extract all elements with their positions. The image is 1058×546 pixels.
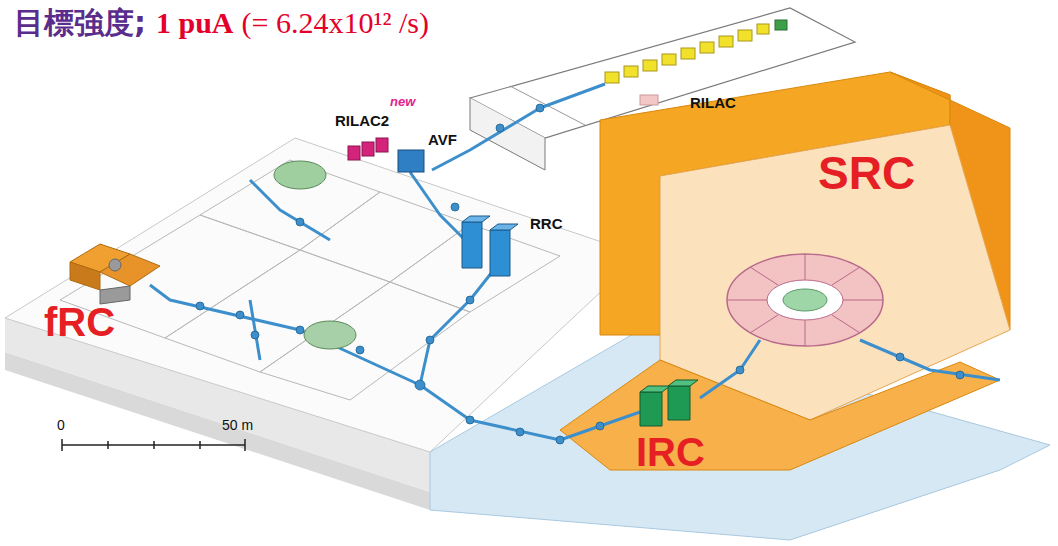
machine-name: RILAC bbox=[690, 95, 736, 112]
beam-line bbox=[150, 84, 1000, 440]
scale-label: 50 m bbox=[222, 418, 253, 433]
intensity-rate: (= 6.24x10¹² /s) bbox=[242, 6, 429, 39]
scale-bar bbox=[62, 439, 245, 451]
src-vault bbox=[660, 125, 1010, 420]
cyclotron-name: fRC bbox=[44, 300, 115, 344]
machine-name: RRC bbox=[530, 216, 563, 233]
heading: 目標強度; bbox=[14, 6, 146, 39]
intensity-value: 1 puA bbox=[156, 6, 234, 39]
rilac-linac bbox=[605, 20, 787, 105]
machine-name: RILAC2 bbox=[335, 113, 389, 130]
machine bbox=[274, 161, 326, 189]
new-tag: new bbox=[390, 95, 415, 109]
src-ring bbox=[727, 254, 883, 346]
rilac2 bbox=[348, 138, 388, 160]
cyclotron-name: SRC bbox=[818, 148, 915, 199]
machine bbox=[304, 321, 356, 349]
shield-wall bbox=[560, 360, 1000, 470]
avf-cyclotron bbox=[398, 150, 424, 172]
frc-cyclotron bbox=[70, 244, 160, 304]
machine-name: AVF bbox=[428, 132, 457, 149]
scale-label: 0 bbox=[57, 418, 65, 433]
irc-cyclotron bbox=[640, 380, 698, 426]
beam-element bbox=[196, 104, 964, 444]
cyclotron-name: IRC bbox=[636, 430, 705, 474]
rrc-cyclotron bbox=[462, 216, 518, 276]
rilac-wall bbox=[470, 98, 545, 170]
